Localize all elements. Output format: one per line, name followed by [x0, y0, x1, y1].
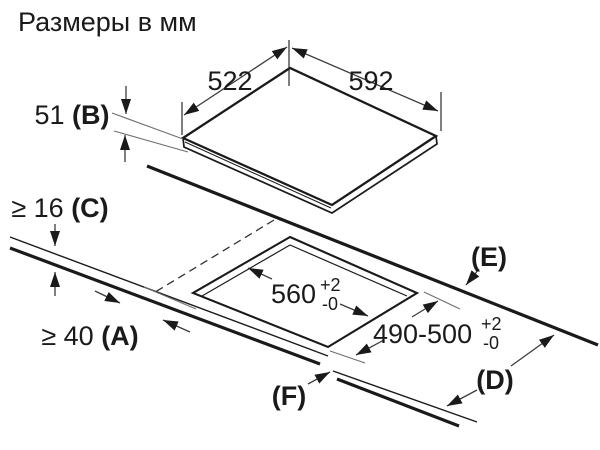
- ref-arrow-e: [465, 268, 480, 286]
- dim-40a-label: ≥ 40 (A): [41, 321, 138, 351]
- ext-line-b-top: [111, 112, 184, 140]
- cutout-outline: [190, 235, 420, 349]
- dim-arrow-560-downright: [339, 303, 369, 317]
- worktop-front-top-edge-left: [9, 236, 329, 357]
- dim-490-tol-plus: +2: [481, 314, 502, 334]
- dim-arrow-a-right: [94, 290, 121, 304]
- ref-arrow-d-up: [510, 334, 555, 367]
- dim-592-label: 592: [348, 66, 393, 96]
- dim-line-522: [183, 46, 288, 116]
- dim-560-tol-plus: +2: [320, 275, 341, 295]
- ext-line-a: [143, 286, 197, 310]
- dim-560-label: 560: [271, 279, 316, 309]
- ref-e-label: (E): [471, 242, 507, 272]
- dim-line-592: [291, 47, 439, 112]
- worktop-front-bottom-edge-left: [9, 246, 321, 366]
- dim-51b-label: 51 (B): [34, 100, 109, 130]
- cutout-inner-edge: [201, 244, 408, 297]
- projection-dashed-line: [151, 219, 275, 295]
- dim-arrow-490-upright: [411, 300, 439, 318]
- ext-line-490-bottom: [329, 350, 366, 364]
- worktop-back-edge-line: [146, 164, 599, 347]
- ref-d-label: (D): [476, 365, 513, 395]
- cooktop-facet-line: [184, 141, 332, 209]
- dim-522-label: 522: [207, 66, 252, 96]
- dim-490-label: 490-500: [373, 319, 472, 349]
- worktop-front-top-edge-right: [332, 370, 478, 423]
- dim-490-tol-minus: -0: [483, 333, 499, 353]
- ref-f-label: (F): [272, 381, 306, 411]
- dim-16c-label: ≥ 16 (C): [11, 193, 108, 223]
- cooktop-body-edge: [182, 135, 438, 214]
- ref-arrow-f: [307, 371, 331, 385]
- worktop-front-bottom-edge-right: [336, 377, 460, 428]
- ext-line-490-right: [423, 291, 461, 310]
- dim-arrow-560-upleft: [247, 267, 273, 280]
- ext-line-b-bottom: [113, 130, 189, 153]
- dim-arrow-a-left: [162, 319, 191, 333]
- page-title: Размеры в мм: [18, 7, 197, 37]
- dim-560-tol-minus: -0: [322, 294, 338, 314]
- dim-arrow-490-downleft: [355, 339, 385, 356]
- ref-arrow-d-down: [446, 389, 478, 407]
